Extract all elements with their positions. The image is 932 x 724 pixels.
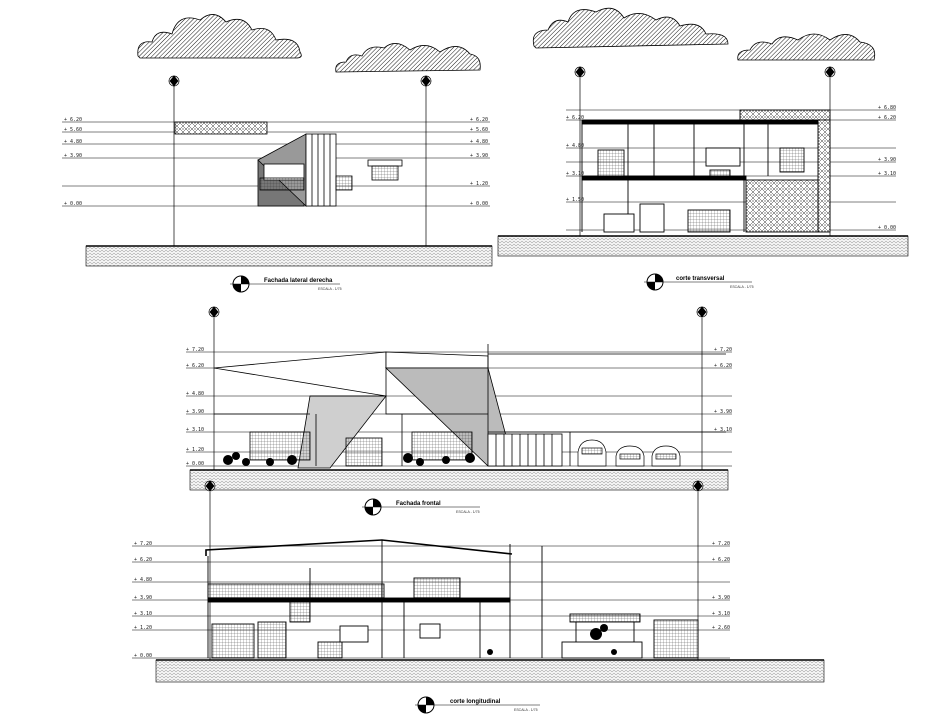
section-marker-icon — [415, 696, 437, 714]
svg-text:+ 0.00: + 0.00 — [878, 225, 896, 231]
svg-text:+ 6.20: + 6.20 — [64, 117, 82, 123]
svg-text:+ 3.90: + 3.90 — [64, 153, 82, 159]
svg-text:+ 6.80: + 6.80 — [878, 105, 896, 111]
svg-text:+ 1.20: + 1.20 — [470, 181, 488, 187]
view-scale: ESCALA - 1/75 — [318, 287, 342, 291]
svg-text:+ 3.10: + 3.10 — [878, 171, 896, 177]
svg-text:+ 3.10: + 3.10 — [566, 171, 584, 177]
svg-text:+ 6.20: + 6.20 — [714, 363, 732, 369]
level-marker-text: + 6.20 + 5.60 + 4.80 + 3.90 + 0.00 + 6.20 +… — [64, 117, 488, 207]
svg-text:+ 4.80: + 4.80 — [566, 143, 584, 149]
svg-text:+ 3.10: + 3.10 — [134, 611, 152, 617]
svg-text:+ 3.90: + 3.90 — [134, 595, 152, 601]
svg-text:+ 1.20: + 1.20 — [186, 447, 204, 453]
svg-text:+ 1.50: + 1.50 — [566, 197, 584, 203]
ground-strip — [497, 235, 909, 257]
view-fachada-frontal: + 7.20 + 6.20 + 4.80 + 3.90 + 3.10 + 1.20 +… — [186, 306, 732, 516]
view-scale: ESCALA - 1/75 — [730, 285, 754, 289]
axis-marker-icon — [168, 75, 432, 246]
view-corte-transversal: + 6.20 + 4.80 + 3.10 + 1.50 + 6.80 + 6.20 +… — [497, 7, 909, 291]
view-title: corte longitudinal — [450, 699, 501, 705]
svg-text:+ 0.00: + 0.00 — [470, 201, 488, 207]
svg-text:+ 5.60: + 5.60 — [64, 127, 82, 133]
view-fachada-lateral-derecha: + 6.20 + 5.60 + 4.80 + 3.90 + 0.00 + 6.20 +… — [62, 14, 493, 293]
section-marker-icon — [644, 273, 666, 291]
plant-icon — [487, 624, 617, 655]
view-title: Fachada lateral derecha — [264, 278, 333, 284]
view-title: Fachada frontal — [396, 501, 441, 507]
svg-text:+ 7.20: + 7.20 — [134, 541, 152, 547]
svg-text:+ 4.80: + 4.80 — [64, 139, 82, 145]
ground-strip — [155, 659, 825, 683]
svg-text:+ 7.20: + 7.20 — [714, 347, 732, 353]
view-scale: ESCALA - 1/75 — [456, 510, 480, 514]
section-marker-icon — [230, 275, 252, 293]
level-marker-text: + 7.20 + 6.20 + 4.80 + 3.90 + 3.10 + 1.20 +… — [134, 541, 730, 659]
svg-text:+ 6.20: + 6.20 — [712, 557, 730, 563]
svg-text:+ 4.80: + 4.80 — [134, 577, 152, 583]
view-corte-longitudinal: + 7.20 + 6.20 + 4.80 + 3.90 + 3.10 + 1.20 +… — [132, 480, 825, 714]
level-marker-text: + 6.20 + 4.80 + 3.10 + 1.50 + 6.80 + 6.20 +… — [566, 105, 896, 231]
svg-text:+ 3.90: + 3.90 — [878, 157, 896, 163]
svg-text:+ 3.10: + 3.10 — [712, 611, 730, 617]
svg-text:+ 3.10: + 3.10 — [714, 427, 732, 433]
axis-marker-icon — [208, 306, 708, 470]
car-icon — [577, 439, 681, 467]
svg-text:+ 3.90: + 3.90 — [470, 153, 488, 159]
cloud-icon — [137, 14, 481, 73]
plant-icon — [223, 452, 475, 466]
svg-text:+ 3.90: + 3.90 — [712, 595, 730, 601]
svg-text:+ 2.60: + 2.60 — [712, 625, 730, 631]
svg-text:+ 3.90: + 3.90 — [714, 409, 732, 415]
svg-text:+ 3.90: + 3.90 — [186, 409, 204, 415]
svg-text:+ 1.20: + 1.20 — [134, 625, 152, 631]
svg-text:+ 4.80: + 4.80 — [186, 391, 204, 397]
svg-text:+ 4.80: + 4.80 — [470, 139, 488, 145]
svg-text:+ 6.20: + 6.20 — [566, 115, 584, 121]
svg-text:+ 6.20: + 6.20 — [470, 117, 488, 123]
view-title: corte transversal — [676, 276, 725, 282]
svg-text:+ 6.20: + 6.20 — [134, 557, 152, 563]
svg-text:+ 0.00: + 0.00 — [64, 201, 82, 207]
svg-text:+ 6.20: + 6.20 — [878, 115, 896, 121]
svg-text:+ 0.00: + 0.00 — [186, 461, 204, 467]
ground-strip — [189, 469, 729, 491]
view-scale: ESCALA - 1/75 — [514, 708, 538, 712]
cloud-icon — [532, 7, 876, 61]
svg-text:+ 6.20: + 6.20 — [186, 363, 204, 369]
svg-text:+ 3.10: + 3.10 — [186, 427, 204, 433]
section-marker-icon — [362, 498, 384, 516]
ground-strip — [85, 245, 493, 267]
svg-text:+ 0.00: + 0.00 — [134, 653, 152, 659]
svg-text:+ 7.20: + 7.20 — [712, 541, 730, 547]
svg-text:+ 5.60: + 5.60 — [470, 127, 488, 133]
level-marker-text: + 7.20 + 6.20 + 4.80 + 3.90 + 3.10 + 1.20 +… — [186, 347, 732, 467]
svg-text:+ 7.20: + 7.20 — [186, 347, 204, 353]
